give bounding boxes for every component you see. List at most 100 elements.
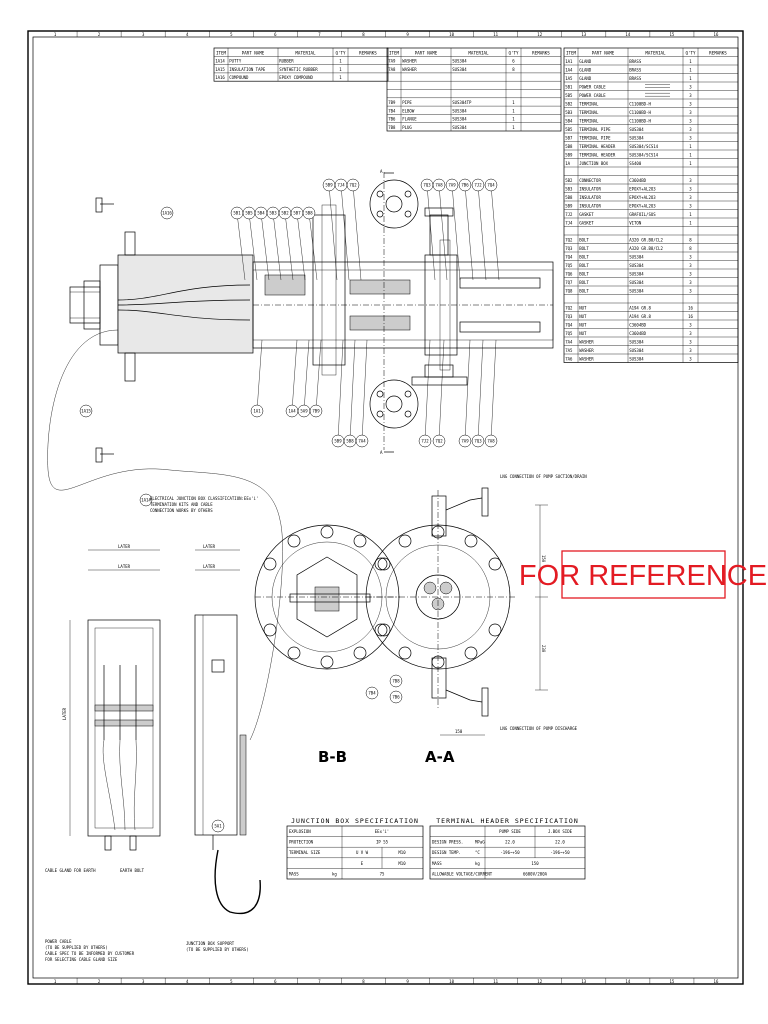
balloon-label: 5B5 — [245, 210, 253, 215]
balloon-circle — [389, 690, 403, 704]
balloon-circle — [458, 178, 472, 192]
section-marker-a-bottom: A — [380, 450, 383, 455]
tspec-label: DESIGN TEMP. — [432, 850, 461, 855]
table-cell-material: EPOXY+AL2O3 — [629, 204, 656, 209]
balloon-label: 5B7 — [293, 210, 301, 215]
balloon-label: 7Q4 — [487, 182, 495, 187]
balloon-label: 7B6 — [461, 182, 469, 187]
table-cell-name: BOLT — [579, 255, 589, 260]
table-frame — [563, 47, 739, 363]
dim-later-width-1: LATER — [118, 544, 131, 549]
table-cell-qty: 3 — [689, 178, 692, 183]
balloon-label: 7B8 — [392, 678, 400, 683]
table-cell-name: WASHER — [579, 340, 594, 345]
table-cell-qty: 1 — [512, 125, 515, 130]
balloon-leader — [337, 339, 344, 442]
column-label-top: 12 — [537, 32, 542, 37]
table-cell-name: TERMINAL HEADER — [579, 144, 616, 149]
note-discharge-connection: LNG CONNECTION OF PUMP DISCHARGE — [500, 726, 578, 731]
table-cell-qty: 1 — [689, 76, 692, 81]
column-label-bottom: 15 — [669, 979, 674, 984]
table-cell-name: POWER CABLE — [579, 93, 606, 98]
table-cell-item: 7J4 — [565, 221, 573, 226]
junction-box-notes: ELECTRICAL JUNCTION BOX CLASSIFICATION:E… — [45, 496, 258, 962]
column-label-bottom: 13 — [581, 979, 586, 984]
table-cell-name: NUT — [579, 306, 587, 311]
table-cell-item: 7Q3 — [565, 246, 573, 251]
balloon-leader — [328, 184, 338, 281]
table-cell-qty: 3 — [689, 195, 692, 200]
balloon-circle — [79, 404, 93, 418]
dim-later-depth-2: LATER — [203, 564, 216, 569]
section-a-a-view: 150 230 150 A-A LNG CONNECTION OF PUMP S… — [365, 474, 587, 766]
note-termination: TERMINATION KITS AND CABLE — [150, 502, 213, 507]
table-cell-qty: 3 — [689, 272, 692, 277]
tspec-unit: MPaG — [475, 840, 485, 845]
balloon-label: 5A1 — [214, 823, 222, 828]
balloon-leader — [272, 212, 282, 281]
column-label-top: 15 — [669, 32, 674, 37]
balloon-circle — [445, 178, 459, 192]
table-cell-qty: 3 — [689, 93, 692, 98]
balloon-circle — [160, 206, 174, 220]
balloon-circle — [346, 178, 360, 192]
table-cell-qty: 1 — [689, 153, 692, 158]
column-label-bottom: 6 — [274, 979, 277, 984]
table-cell-material: BRASS — [629, 68, 642, 73]
tspec-value: -196~+50 — [500, 850, 520, 855]
table-cell-name: WASHER — [402, 59, 417, 64]
table-cell-qty: 3 — [689, 348, 692, 353]
table-cell-material: GRAFOIL/SUS — [629, 212, 656, 217]
table-cell-qty: 1 — [339, 67, 342, 72]
balloon-circle — [471, 434, 485, 448]
balloon-circle — [484, 434, 498, 448]
balloon-leader — [349, 339, 356, 442]
table-cell-name: GLAND — [579, 59, 592, 64]
balloon-leader — [464, 184, 474, 281]
table-cell-qty: 3 — [689, 357, 692, 362]
balloon-leader — [361, 339, 368, 442]
table-cell-item: 1A5 — [565, 76, 573, 81]
table-cell-name: ELBOW — [402, 108, 415, 113]
balloon-leader — [438, 184, 448, 281]
table-cell-qty: 16 — [688, 306, 693, 311]
table-cell-item: 7Q5 — [565, 331, 573, 336]
border-column-labels: 1122334455667788991010111112121313141415… — [54, 32, 719, 984]
balloon-circle — [484, 178, 498, 192]
table-cell-material: SUS304 — [629, 127, 644, 132]
tspec-value: 6600V/200A — [523, 871, 548, 876]
balloon-leader — [315, 339, 322, 412]
table-cell-material: SYNTHETIC RUBBER — [279, 67, 318, 72]
table-cell-item: 1A15 — [215, 67, 225, 72]
table-cell-item: 7J2 — [565, 212, 573, 217]
balloon-label: 5B9 — [334, 438, 342, 443]
table-cell-qty: 1 — [512, 117, 515, 122]
stamp-text: FOR REFERENCE — [519, 560, 767, 592]
balloon-leader — [477, 339, 484, 442]
section-b-b-label: B-B — [318, 748, 347, 766]
section-marker-a-top: A — [380, 169, 383, 174]
table-cell-qty: 8 — [689, 246, 692, 251]
balloon-label: 5B8 — [346, 438, 354, 443]
table-cell-name: WASHER — [579, 357, 594, 362]
column-label-bottom: 9 — [406, 979, 409, 984]
balloon-label: 5B8 — [305, 210, 313, 215]
table-cell-qty: 3 — [689, 340, 692, 345]
table-cell-qty: 3 — [689, 255, 692, 260]
table-cell-item: 7B6 — [388, 117, 396, 122]
table-cell-name: WASHER — [402, 67, 417, 72]
balloon-circle — [389, 674, 403, 688]
balloon-label: 7A4 — [358, 438, 366, 443]
balloon-label: 1A16 — [162, 210, 172, 215]
note-jbox-class: ELECTRICAL JUNCTION BOX CLASSIFICATION:E… — [150, 496, 258, 501]
table-cell-item: 5B9 — [565, 204, 573, 209]
table-cell-material: C3604BD — [629, 178, 646, 183]
table-cell-material: A320 GR.B8/CL2 — [629, 238, 663, 243]
table-cell-qty: 1 — [512, 108, 515, 113]
table-cell-qty: 1 — [689, 221, 692, 226]
